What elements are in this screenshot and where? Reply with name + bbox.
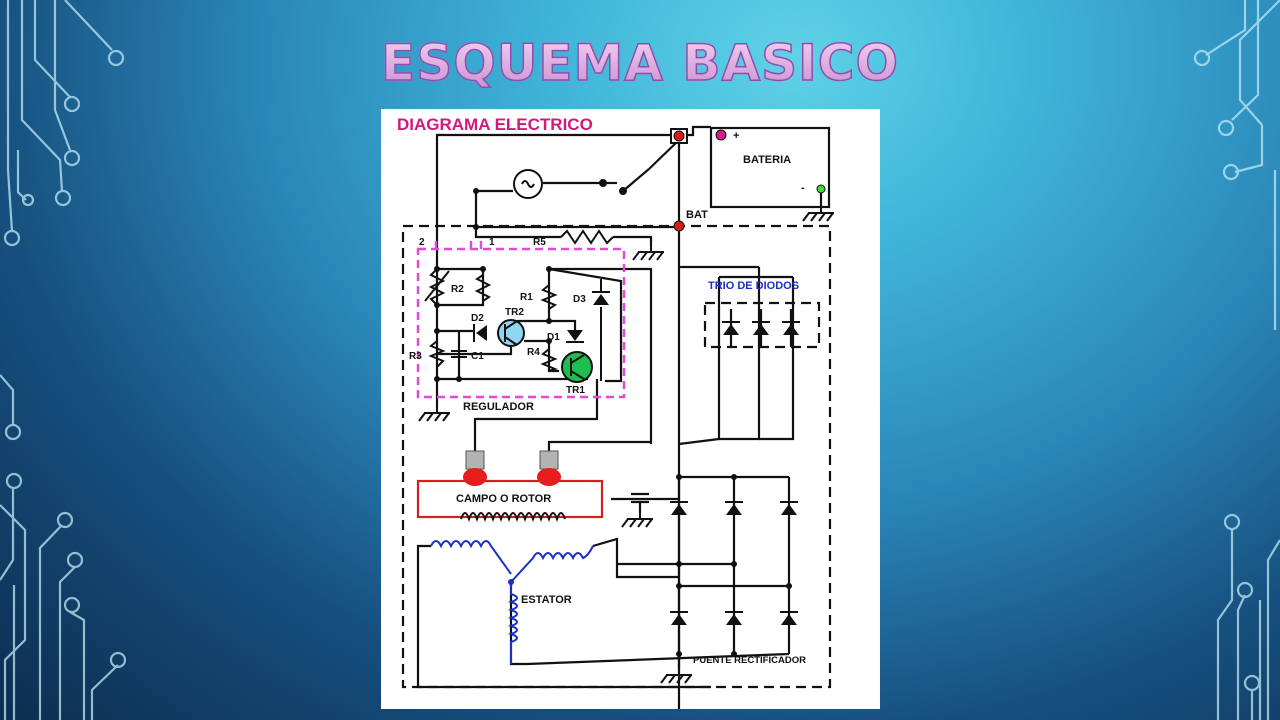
- regulator-box: [416, 237, 626, 399]
- r5-label: R5: [533, 237, 546, 248]
- brush-right: [537, 468, 561, 486]
- wire-top-feed: [435, 133, 672, 269]
- tr2-label: TR2: [505, 307, 524, 318]
- regulator-label: REGULADOR: [463, 401, 534, 413]
- stator-coils: [430, 540, 594, 664]
- resistor-r2: [474, 269, 492, 305]
- terminal-1-label: 1: [489, 237, 495, 248]
- tr1-label: TR1: [566, 385, 585, 396]
- r1-label: R1: [520, 292, 533, 303]
- trio-label: TRIO DE DIODOS: [708, 280, 799, 292]
- brush-holder-left: [465, 450, 485, 470]
- battery-box: [709, 126, 831, 209]
- battery-positive-terminal: [715, 129, 727, 141]
- d2-label: D2: [471, 313, 484, 324]
- resistor-r4: [540, 348, 558, 372]
- alternator-schematic: DIAGRAMA ELECTRICO: [397, 115, 835, 709]
- battery-negative-terminal: [816, 184, 826, 194]
- r4-label: R4: [527, 347, 540, 358]
- diode-d1: [565, 329, 585, 343]
- rotor-label: CAMPO O ROTOR: [456, 493, 551, 505]
- schematic-panel: DIAGRAMA ELECTRICO: [381, 109, 880, 709]
- brush-holder-right: [539, 450, 559, 470]
- bat-terminal-dot: [673, 130, 685, 142]
- indicator-lamp: [513, 169, 543, 199]
- terminal-2-label: 2: [419, 237, 425, 248]
- d1-label: D1: [547, 332, 560, 343]
- variable-resistor: [428, 268, 446, 306]
- slide-title: ESQUEMA BASICO: [0, 33, 1280, 93]
- bridge-label: PUENTE RECTIFICADOR: [693, 655, 806, 666]
- battery-label: BATERIA: [743, 154, 791, 166]
- transistor-tr1: [561, 351, 593, 383]
- r2-label: R2: [451, 284, 464, 295]
- resistor-r5: [560, 229, 614, 245]
- rotor-coil: [460, 512, 566, 523]
- r3-label: R3: [409, 351, 422, 362]
- ground-symbol: [660, 668, 693, 684]
- stator-label: ESTATOR: [521, 594, 572, 606]
- diagram-title: DIAGRAMA ELECTRICO: [397, 115, 593, 134]
- bat-terminal-label: BAT: [686, 209, 708, 221]
- battery-minus-label: -: [801, 182, 805, 194]
- battery-plus-label: +: [733, 130, 739, 142]
- diode-d3: [591, 291, 611, 306]
- resistor-r1: [540, 284, 558, 310]
- ground-symbol: [418, 406, 451, 422]
- ground-symbol: [621, 512, 654, 528]
- brush-left: [463, 468, 487, 486]
- ground-symbol: [632, 245, 665, 261]
- diode-d2: [473, 323, 488, 343]
- bat-output-terminal: [673, 220, 685, 232]
- ground-symbol: [802, 206, 835, 222]
- c1-label: C1: [471, 351, 484, 362]
- d3-label: D3: [573, 294, 586, 305]
- resistor-r3: [428, 340, 446, 368]
